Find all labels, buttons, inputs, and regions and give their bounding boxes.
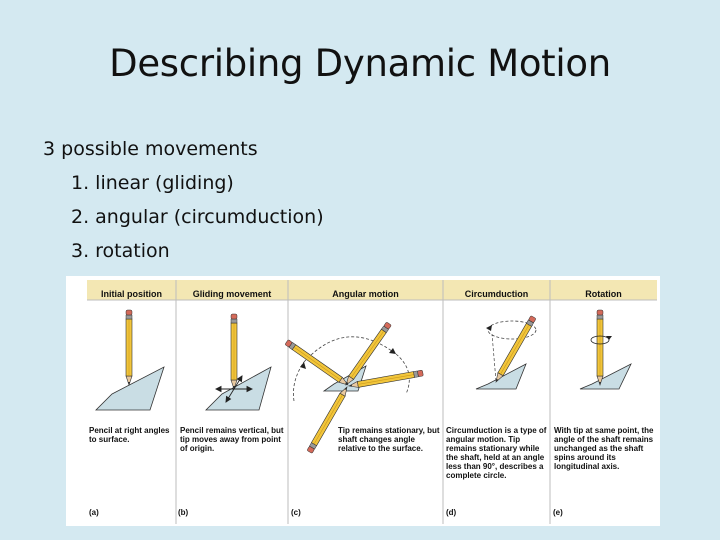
header-gliding-movement: Gliding movement — [192, 289, 272, 299]
caption-initial-position: Pencil at right angles to surface. — [89, 426, 170, 444]
panel-b-drawing — [205, 313, 272, 411]
list-item-angular: 2. angular (circumduction) — [71, 206, 324, 228]
label-c: (c) — [291, 508, 301, 517]
glide-arrows-icon — [214, 375, 254, 403]
header-circumduction: Circumduction — [464, 289, 529, 299]
caption-angular-motion: Tip remains stationary, but shaft change… — [338, 426, 440, 453]
figure-graphics — [66, 276, 660, 524]
panel-dividers — [87, 280, 657, 524]
panel-a-drawing — [95, 309, 165, 411]
panel-c-drawing — [284, 321, 424, 454]
pencil-b — [230, 313, 238, 390]
caption-circumduction: Circumduction is a type of angular motio… — [446, 426, 547, 480]
surface-e — [579, 363, 632, 390]
header-initial-position: Initial position — [101, 289, 162, 299]
surface-d — [475, 363, 527, 390]
header-angular-motion: Angular motion — [332, 289, 399, 299]
panel-d-drawing — [475, 315, 537, 390]
label-d: (d) — [446, 508, 457, 517]
caption-rotation: With tip at same point, the angle of the… — [554, 426, 654, 471]
slide-title: Describing Dynamic Motion — [109, 42, 611, 85]
panel-e-drawing — [579, 309, 632, 390]
header-rotation: Rotation — [585, 289, 622, 299]
pencil-a — [125, 309, 133, 386]
label-b: (b) — [178, 508, 189, 517]
label-e: (e) — [553, 508, 563, 517]
surface-a — [95, 366, 165, 411]
pencil-c-2 — [284, 339, 351, 388]
header-band — [87, 280, 657, 300]
list-item-rotation: 3. rotation — [71, 240, 170, 262]
motion-figure: Initial position Gliding movement Angula… — [66, 276, 660, 526]
caption-gliding-movement: Pencil remains vertical, but tip moves a… — [180, 426, 284, 453]
slide-body: 3 possible movements 1. linear (gliding)… — [43, 132, 324, 268]
surface-b — [205, 366, 272, 411]
pencil-e — [596, 309, 604, 386]
label-a: (a) — [89, 508, 99, 517]
intro-text: 3 possible movements — [43, 138, 258, 160]
list-item-linear: 1. linear (gliding) — [71, 172, 234, 194]
